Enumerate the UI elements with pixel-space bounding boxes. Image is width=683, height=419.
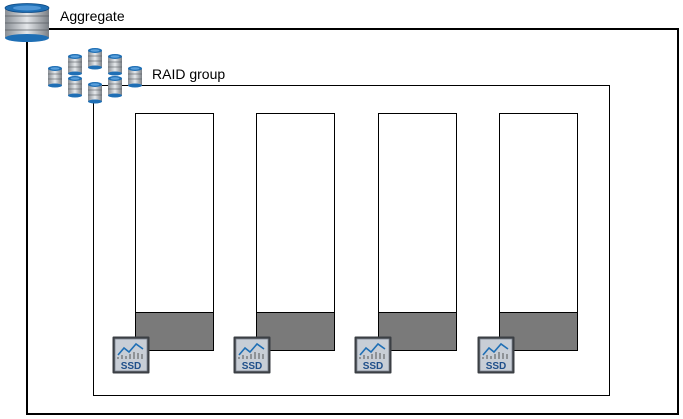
raid-group-label: RAID group (152, 66, 226, 82)
ssd-icon: SSD (354, 336, 392, 374)
aggregate-database-icon (4, 3, 50, 42)
ssd-icon: SSD (112, 336, 150, 374)
ssd-icon-text: SSD (363, 361, 384, 372)
disk-2 (256, 113, 335, 351)
raid-disk-cluster-icon (47, 47, 143, 104)
ssd-icon-text: SSD (121, 361, 142, 372)
ssd-icon: SSD (477, 336, 515, 374)
raid-group-container (93, 85, 610, 396)
ssd-icon-text: SSD (486, 361, 507, 372)
aggregate-container (26, 28, 679, 415)
disk-4 (499, 113, 578, 351)
disk-1 (135, 113, 214, 351)
disk-3-used-segment (379, 312, 456, 350)
disk-3 (378, 113, 457, 351)
aggregate-label: Aggregate (60, 8, 125, 24)
ssd-icon-text: SSD (242, 361, 263, 372)
ssd-icon: SSD (233, 336, 271, 374)
